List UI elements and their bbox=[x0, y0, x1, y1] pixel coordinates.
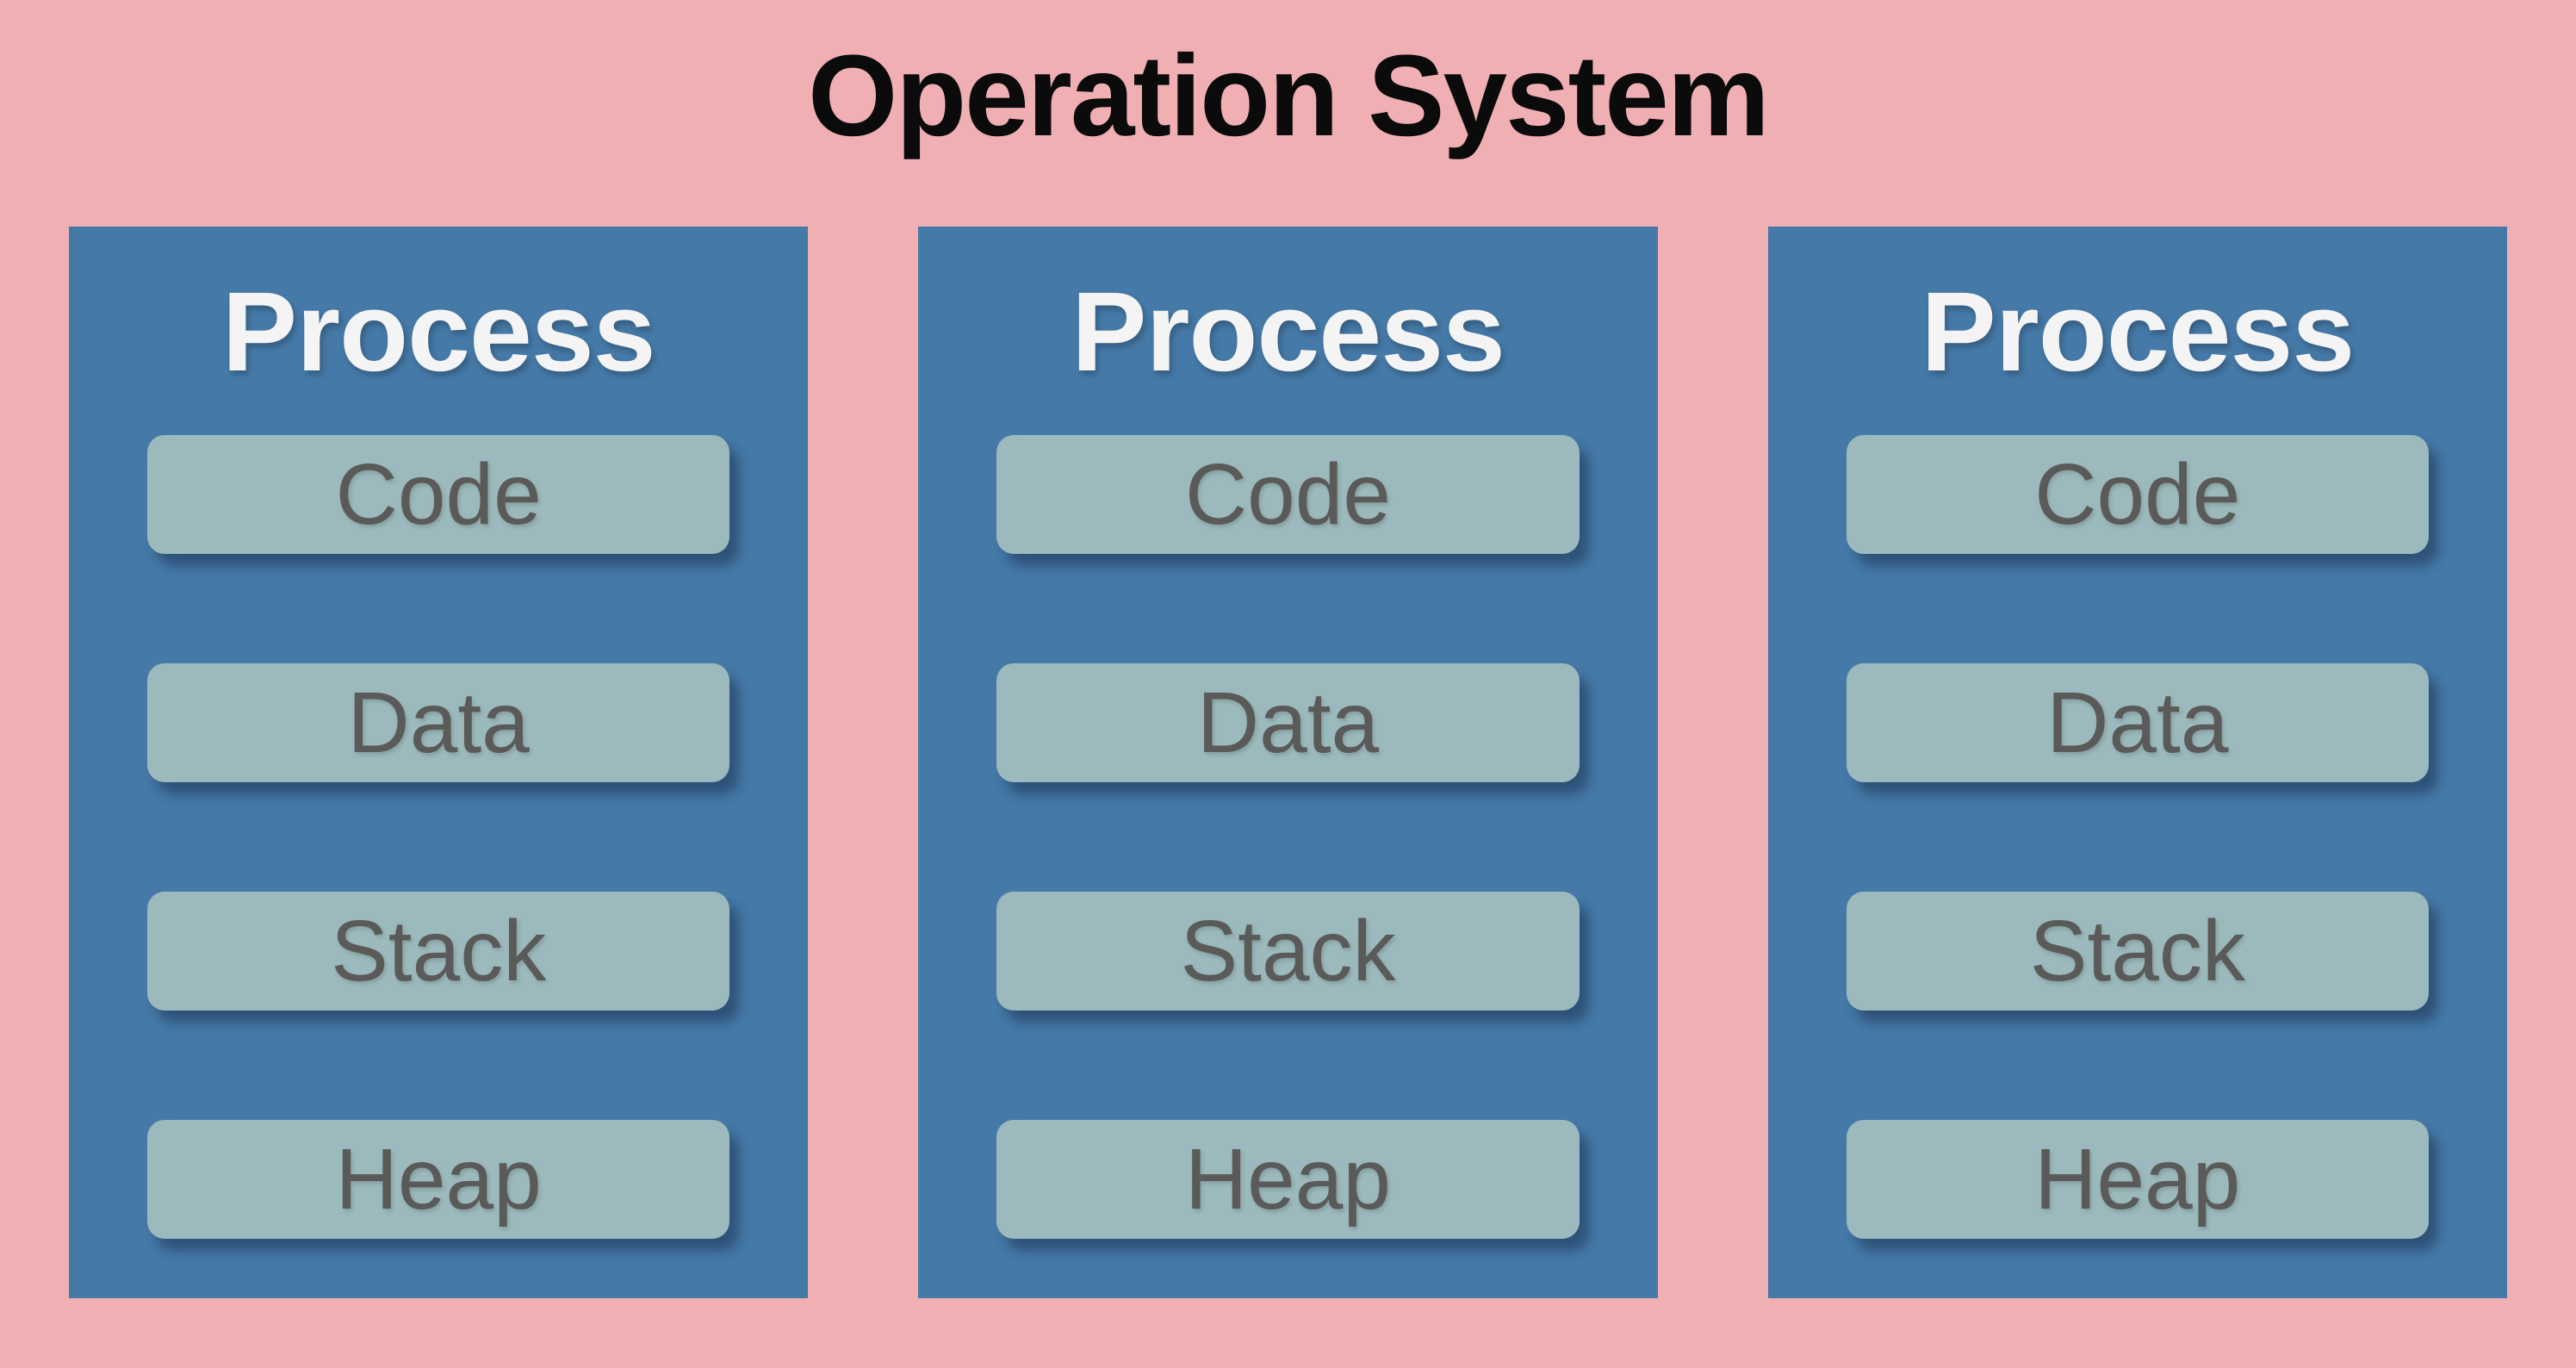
memory-segment-data: Data bbox=[996, 663, 1580, 782]
process-title: Process bbox=[1921, 267, 2355, 395]
memory-segment-code: Code bbox=[1846, 435, 2429, 554]
memory-segment-heap: Heap bbox=[1846, 1120, 2429, 1239]
memory-segment-stack: Stack bbox=[147, 892, 730, 1010]
process-box-3: Process Code Data Stack Heap bbox=[1767, 227, 2507, 1298]
process-box-1: Process Code Data Stack Heap bbox=[69, 227, 809, 1298]
process-title: Process bbox=[1071, 267, 1505, 395]
memory-segment-data: Data bbox=[147, 663, 730, 782]
memory-segment-code: Code bbox=[147, 435, 730, 554]
memory-segment-stack: Stack bbox=[1846, 892, 2429, 1010]
memory-segment-heap: Heap bbox=[147, 1120, 730, 1239]
diagram-title: Operation System bbox=[808, 32, 1770, 160]
memory-segment-stack: Stack bbox=[996, 892, 1580, 1010]
process-row: Process Code Data Stack Heap Process Cod… bbox=[69, 227, 2507, 1298]
process-box-2: Process Code Data Stack Heap bbox=[918, 227, 1658, 1298]
memory-segment-code: Code bbox=[996, 435, 1580, 554]
process-title: Process bbox=[221, 267, 656, 395]
memory-segment-heap: Heap bbox=[996, 1120, 1580, 1239]
memory-segment-data: Data bbox=[1846, 663, 2429, 782]
